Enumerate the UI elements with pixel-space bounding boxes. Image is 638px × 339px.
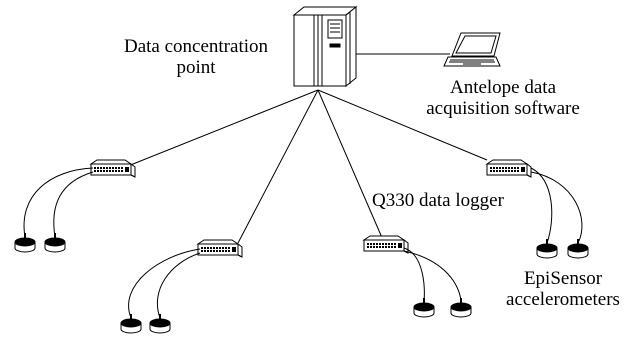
link-logger-4 [317, 89, 488, 161]
data-logger-icon [363, 235, 409, 254]
data-logger-icon [486, 159, 532, 178]
accelerometer-icon [14, 232, 36, 253]
software-label-line1: Antelope data [449, 77, 557, 98]
link-logger-1 [127, 89, 319, 167]
concentrator-label-line1: Data concentration [123, 36, 268, 57]
concentrator-label-line2: point [176, 57, 216, 78]
accelerometer-icon [567, 238, 589, 259]
server-tower-icon [292, 5, 358, 88]
accelerometer-icon [120, 313, 142, 334]
sensor-cables [23, 167, 583, 319]
laptop-icon [443, 32, 501, 67]
link-logger-3 [317, 89, 384, 241]
data-logger-icon [197, 239, 243, 258]
accelerometer-icon [44, 232, 66, 253]
software-label-line2: acquisition software [426, 98, 580, 119]
logger-label: Q330 data logger [372, 190, 504, 211]
accelerometer-icon [450, 297, 472, 318]
accelerometer-icon [149, 313, 171, 334]
network-links [127, 53, 488, 244]
link-logger-2 [237, 89, 319, 244]
sensor-label-line1: EpiSensor [523, 268, 603, 289]
accelerometer-icon [413, 297, 435, 318]
data-logger-icon [90, 159, 136, 178]
software-label: Antelope data acquisition software [418, 77, 588, 119]
concentrator-label: Data concentration point [96, 36, 296, 78]
sensor-label: EpiSensor accelerometers [490, 268, 636, 310]
accelerometer-icon [536, 238, 558, 259]
sensor-label-line2: accelerometers [506, 289, 620, 310]
